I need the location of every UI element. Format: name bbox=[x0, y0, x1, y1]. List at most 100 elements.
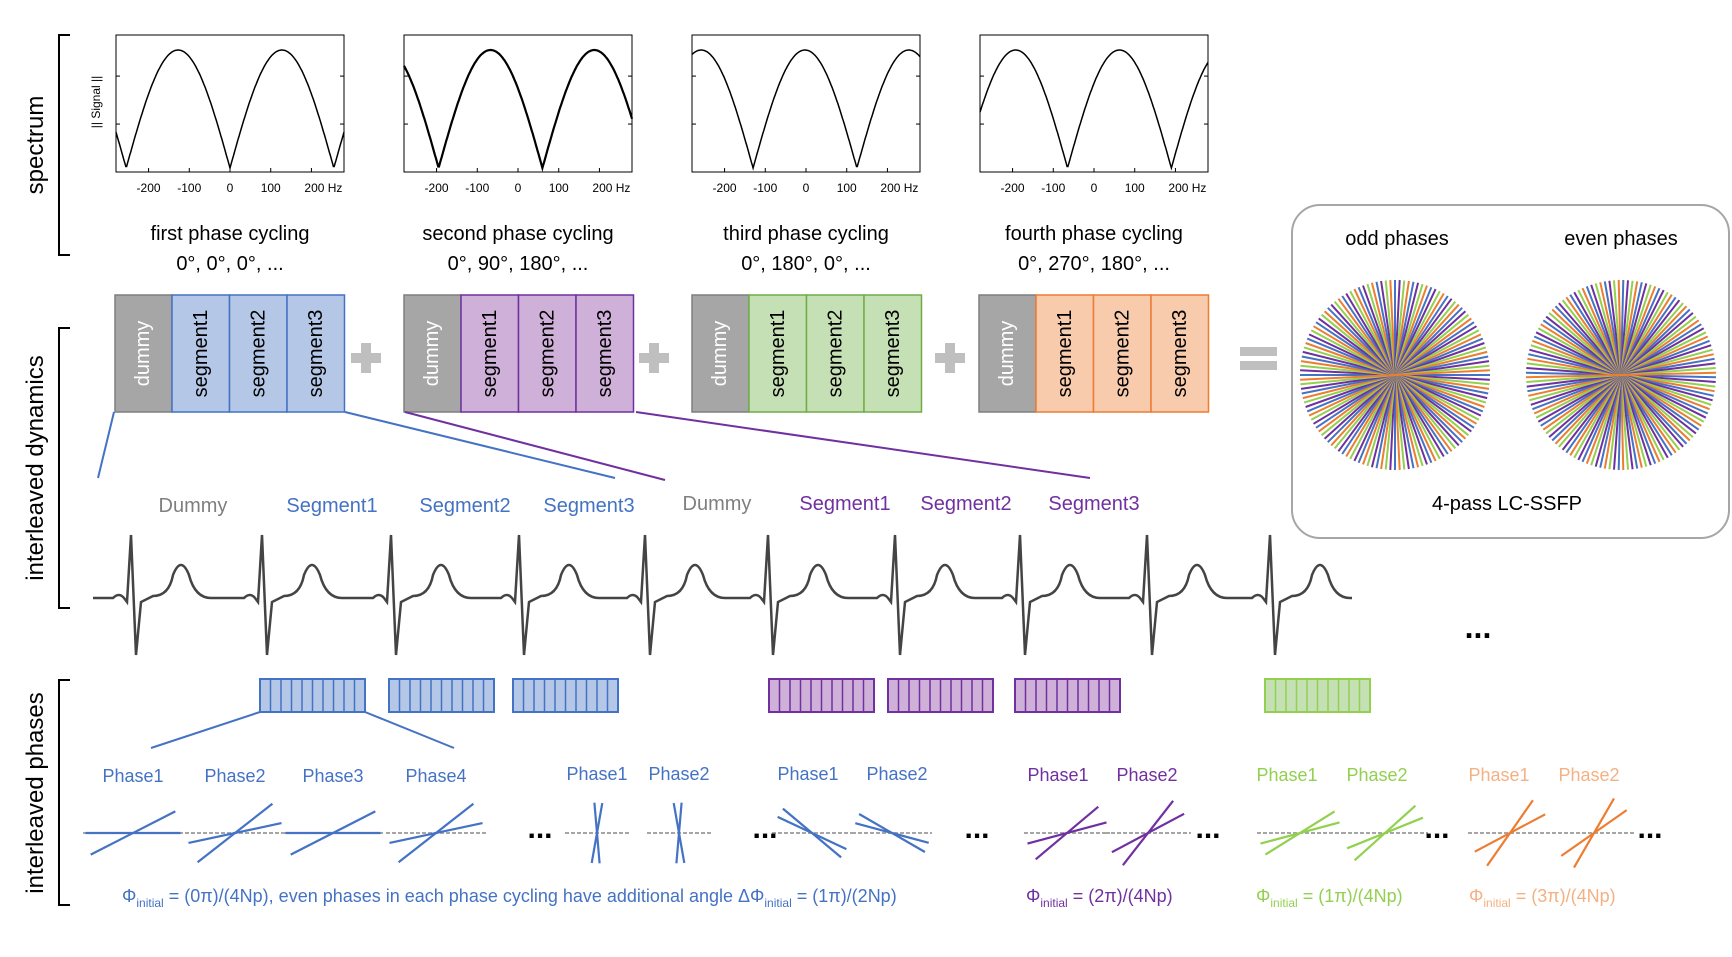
dummy-block-label: dummy bbox=[996, 321, 1018, 387]
segment-block-label: segment2 bbox=[248, 310, 270, 398]
spectrum-tick-label: 0 bbox=[803, 181, 810, 195]
block-group-4: dummy segment1 segment2 segment3 bbox=[978, 294, 1210, 413]
row-label-phases: interleaved phases bbox=[22, 692, 49, 893]
spectrum-tick-label: -200 bbox=[713, 181, 737, 195]
segment-block-label: segment3 bbox=[1169, 310, 1191, 398]
formula-purple: Φinitial = (2π)/(4Np) bbox=[1026, 886, 1173, 910]
glyph-purple-1 bbox=[1024, 805, 1110, 861]
formula-green: Φinitial = (1π)/(4Np) bbox=[1256, 886, 1403, 910]
glyph-blue-8 bbox=[852, 813, 932, 853]
spectrum-frame bbox=[979, 34, 1209, 173]
even-phases-label: even phases bbox=[1564, 228, 1677, 250]
plus-bar bbox=[351, 353, 381, 363]
phase-labels: Phase1 Phase2 Phase3 Phase4 Phase1 Phase… bbox=[102, 764, 1619, 786]
segment-block-label: segment2 bbox=[1112, 310, 1134, 398]
timeline-labels: Dummy Segment1 Segment2 Segment3 Dummy S… bbox=[159, 493, 1140, 517]
spectrum-tick-label: 200 Hz bbox=[592, 181, 630, 195]
glyph-ellipses: ... ... ... ... ... ... bbox=[527, 812, 1662, 845]
dummy-block-label: dummy bbox=[709, 321, 731, 387]
timeline-segment2-purple: Segment2 bbox=[920, 493, 1011, 515]
glyph-blue-2 bbox=[185, 802, 285, 864]
segment-block bbox=[460, 294, 520, 413]
timeline-ellipsis: ... bbox=[1465, 609, 1492, 645]
spectrum-y-label: || Signal || bbox=[89, 76, 103, 129]
segment-block bbox=[805, 294, 865, 413]
segment-block bbox=[1035, 294, 1095, 413]
spectrum-tick-label: 100 bbox=[261, 181, 281, 195]
angle-line bbox=[1353, 804, 1417, 862]
radial-spoke bbox=[1525, 371, 1717, 379]
formula-blue: Φinitial = (0π)/(4Np), even phases in ea… bbox=[122, 886, 897, 910]
phase-boxes bbox=[259, 678, 1371, 713]
phase-label-blue-2: Phase2 bbox=[204, 766, 265, 786]
phase-box-7 bbox=[1264, 678, 1371, 713]
spectrum-tick-label: 0 bbox=[515, 181, 522, 195]
timeline-dummy-2: Dummy bbox=[683, 493, 752, 515]
plus-bar bbox=[639, 353, 669, 363]
phase-box-5 bbox=[887, 678, 994, 713]
dummy-block bbox=[114, 294, 173, 413]
spectrum-tick-label: 0 bbox=[227, 181, 234, 195]
spectrum-curve bbox=[691, 49, 921, 171]
spectrum-tick-label: -100 bbox=[465, 181, 489, 195]
segment-block bbox=[575, 294, 635, 413]
spectrum-tick-label: -100 bbox=[1041, 181, 1065, 195]
segment-block bbox=[863, 294, 923, 413]
cycling-name: fourth phase cycling bbox=[1005, 223, 1183, 245]
glyph-blue-1 bbox=[83, 810, 183, 856]
spectrum-tick-label: 100 bbox=[549, 181, 569, 195]
angle-line bbox=[593, 802, 601, 864]
timeline-segment3-purple: Segment3 bbox=[1048, 493, 1139, 515]
phase-box-2 bbox=[388, 678, 495, 713]
phase-box-3 bbox=[512, 678, 619, 713]
timeline-segment1-blue: Segment1 bbox=[286, 495, 377, 517]
plus-sign-2 bbox=[639, 343, 669, 373]
phase-angle-glyphs bbox=[83, 797, 1636, 869]
phase-label-blue-1: Phase1 bbox=[102, 766, 163, 786]
segment-block-label: segment1 bbox=[1054, 310, 1076, 398]
formula-orange: Φinitial = (3π)/(4Np) bbox=[1469, 886, 1616, 910]
spectrum-panels: -200 -100 0 100 200 Hz first phase cycling 0°,… bbox=[89, 34, 1209, 275]
segment-block-label: segment1 bbox=[767, 310, 789, 398]
phase-label-green-1: Phase1 bbox=[1256, 765, 1317, 785]
timeline-segment1-purple: Segment1 bbox=[799, 493, 890, 515]
segment-block bbox=[748, 294, 808, 413]
glyph-blue-3 bbox=[283, 810, 383, 856]
ellipsis-6: ... bbox=[1637, 812, 1662, 845]
cycling-angles: 0°, 180°, 0°, ... bbox=[741, 253, 871, 275]
plus-sign-1 bbox=[351, 343, 381, 373]
odd-phases-radial bbox=[1300, 280, 1490, 470]
spectrum-tick-label: -100 bbox=[177, 181, 201, 195]
glyph-green-2 bbox=[1342, 804, 1428, 862]
segment-block-label: segment1 bbox=[479, 310, 501, 398]
equals-sign bbox=[1240, 347, 1277, 370]
cycling-name: first phase cycling bbox=[151, 223, 310, 245]
cycling-angles: 0°, 90°, 180°, ... bbox=[448, 253, 589, 275]
connector-lines bbox=[97, 411, 1091, 749]
spectrum-tick-label: 100 bbox=[837, 181, 857, 195]
radial-spoke bbox=[1300, 369, 1490, 381]
spectrum-tick-label: -200 bbox=[137, 181, 161, 195]
phase-label-blue-4: Phase4 bbox=[405, 766, 466, 786]
angle-line bbox=[1034, 805, 1100, 861]
angle-line bbox=[672, 802, 686, 864]
angle-line bbox=[858, 813, 926, 853]
segment-block bbox=[517, 294, 577, 413]
row-label-spectrum: spectrum bbox=[22, 96, 49, 195]
row-brackets bbox=[58, 34, 70, 906]
phase-label-blue-7: Phase1 bbox=[777, 764, 838, 784]
segment-block bbox=[171, 294, 231, 413]
glyph-blue-4 bbox=[386, 802, 486, 864]
ellipsis-2: ... bbox=[752, 812, 777, 845]
phase-label-purple-1: Phase1 bbox=[1027, 765, 1088, 785]
phase-box-1 bbox=[259, 678, 366, 713]
spectrum-tick-label: 100 bbox=[1125, 181, 1145, 195]
segment-block-label: segment3 bbox=[305, 310, 327, 398]
angle-line bbox=[1486, 799, 1534, 867]
ellipsis-3: ... bbox=[964, 812, 989, 845]
